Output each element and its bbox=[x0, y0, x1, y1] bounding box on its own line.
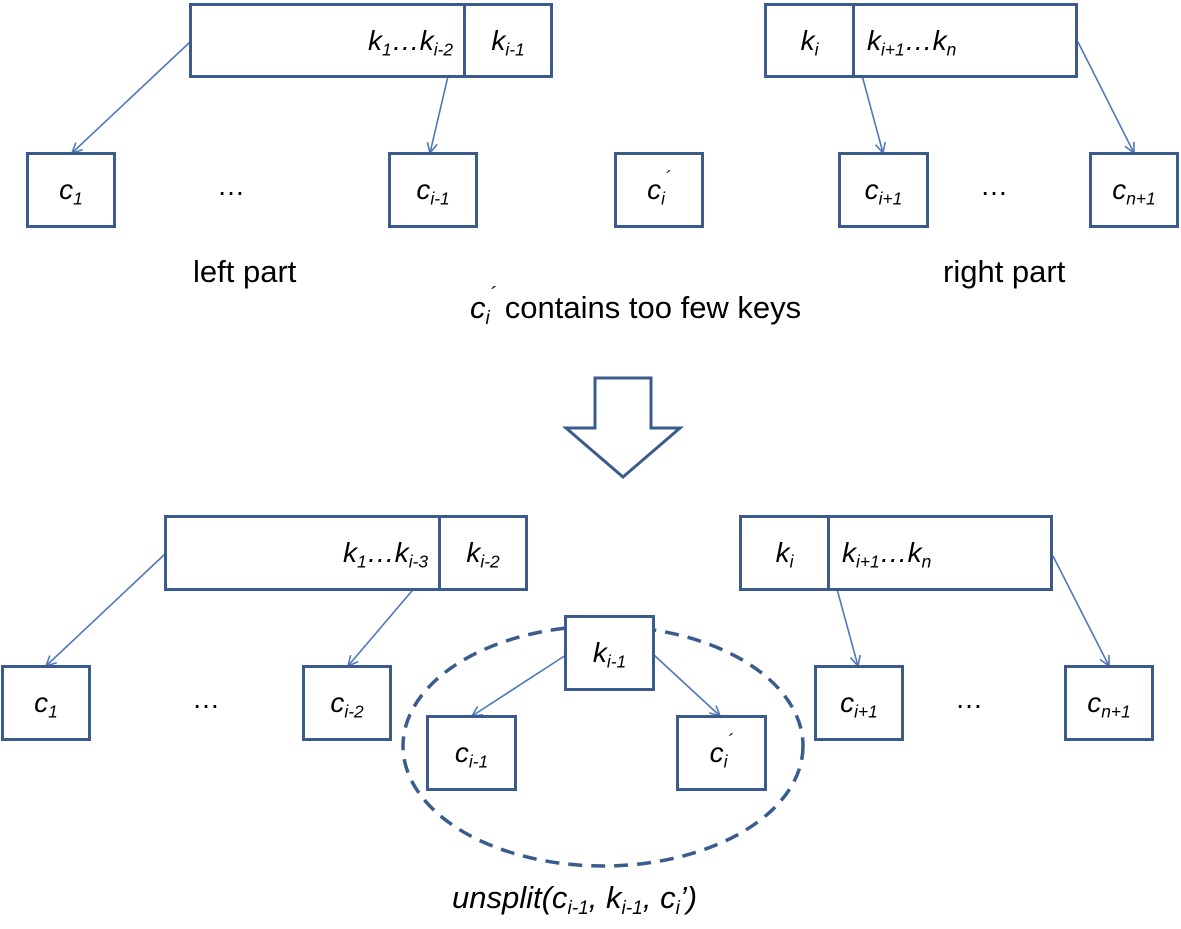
top-right-first-key-box: ki bbox=[764, 3, 855, 78]
bottom-child-ci-plus-1-label: ci+1 bbox=[840, 687, 878, 722]
top-left-last-key-label: ki-1 bbox=[491, 24, 525, 60]
bottom-right-keys-box: ki+1…kn bbox=[827, 515, 1053, 591]
bottom-right-first-key-label: ki bbox=[775, 537, 794, 572]
top-left-keys-box: k1…ki-2 bbox=[189, 3, 466, 78]
bottom-left-ellipsis: … bbox=[192, 683, 220, 714]
arrow-top-to-cn-plus-1 bbox=[1077, 41, 1134, 153]
unsplit-caption: unsplit(ci-1, ki-1, ci’) bbox=[452, 880, 698, 920]
top-right-ellipsis: … bbox=[980, 170, 1008, 201]
left-part-caption: left part bbox=[193, 254, 297, 289]
bottom-child-ci-prime-label: ci´ bbox=[709, 730, 734, 772]
bottom-child-cn-plus-1: cn+1 bbox=[1064, 665, 1154, 741]
bottom-child-ci-prime: ci´ bbox=[676, 715, 767, 791]
top-right-first-key-label: ki bbox=[800, 24, 819, 60]
bottom-left-last-key-box: ki-2 bbox=[438, 515, 528, 591]
bottom-right-keys-label: ki+1…kn bbox=[842, 537, 932, 572]
top-child-ci-plus-1: ci+1 bbox=[838, 152, 929, 228]
bottom-right-first-key-box: ki bbox=[739, 515, 830, 591]
top-child-c1: c1 bbox=[26, 152, 116, 228]
arrow-top-to-c1 bbox=[72, 41, 191, 153]
bottom-child-ci-minus-2: ci-2 bbox=[302, 665, 392, 741]
top-left-last-key-box: ki-1 bbox=[463, 3, 553, 78]
too-few-keys-note: ci´ contains too few keys bbox=[470, 284, 802, 330]
bottom-left-last-key-label: ki-2 bbox=[466, 537, 500, 572]
top-child-ci-minus-1: ci-1 bbox=[388, 152, 478, 228]
top-right-keys-box: ki+1…kn bbox=[852, 3, 1078, 78]
top-child-cn-plus-1-label: cn+1 bbox=[1112, 174, 1156, 209]
bottom-child-c1-label: c1 bbox=[34, 687, 58, 722]
bottom-child-ci-minus-1: ci-1 bbox=[426, 715, 517, 791]
bottom-child-ci-plus-1: ci+1 bbox=[814, 665, 904, 741]
top-child-ci-minus-1-label: ci-1 bbox=[416, 174, 450, 209]
top-right-keys-label: ki+1…kn bbox=[867, 24, 957, 60]
top-left-ellipsis: … bbox=[217, 170, 245, 201]
arrow-center-to-ci-prime bbox=[653, 654, 720, 716]
bottom-left-keys-label: k1…ki-3 bbox=[343, 537, 428, 572]
bottom-right-ellipsis: … bbox=[955, 683, 983, 714]
top-child-cn-plus-1: cn+1 bbox=[1089, 152, 1179, 228]
bottom-child-cn-plus-1-label: cn+1 bbox=[1087, 687, 1131, 722]
arrow-center-to-ci-minus-1 bbox=[472, 654, 567, 716]
top-child-ci-prime: ci´ bbox=[614, 152, 704, 228]
bottom-child-ci-minus-1-label: ci-1 bbox=[454, 737, 489, 772]
arrow-bottom-to-c1 bbox=[46, 553, 166, 666]
bottom-left-keys-box: k1…ki-3 bbox=[164, 515, 441, 591]
top-child-ci-prime-label: ci´ bbox=[647, 167, 671, 209]
top-left-keys-label: k1…ki-2 bbox=[368, 24, 453, 60]
bottom-child-ci-minus-2-label: ci-2 bbox=[330, 687, 364, 722]
bottom-center-key-label: ki-1 bbox=[592, 637, 627, 672]
top-child-ci-plus-1-label: ci+1 bbox=[864, 174, 903, 209]
transform-arrow bbox=[561, 376, 685, 479]
arrow-bottom-to-cn-plus-1 bbox=[1052, 555, 1109, 666]
bottom-center-key-box: ki-1 bbox=[564, 615, 655, 691]
bottom-child-c1: c1 bbox=[1, 665, 91, 741]
right-part-caption: right part bbox=[943, 254, 1066, 289]
top-child-c1-label: c1 bbox=[59, 174, 83, 209]
